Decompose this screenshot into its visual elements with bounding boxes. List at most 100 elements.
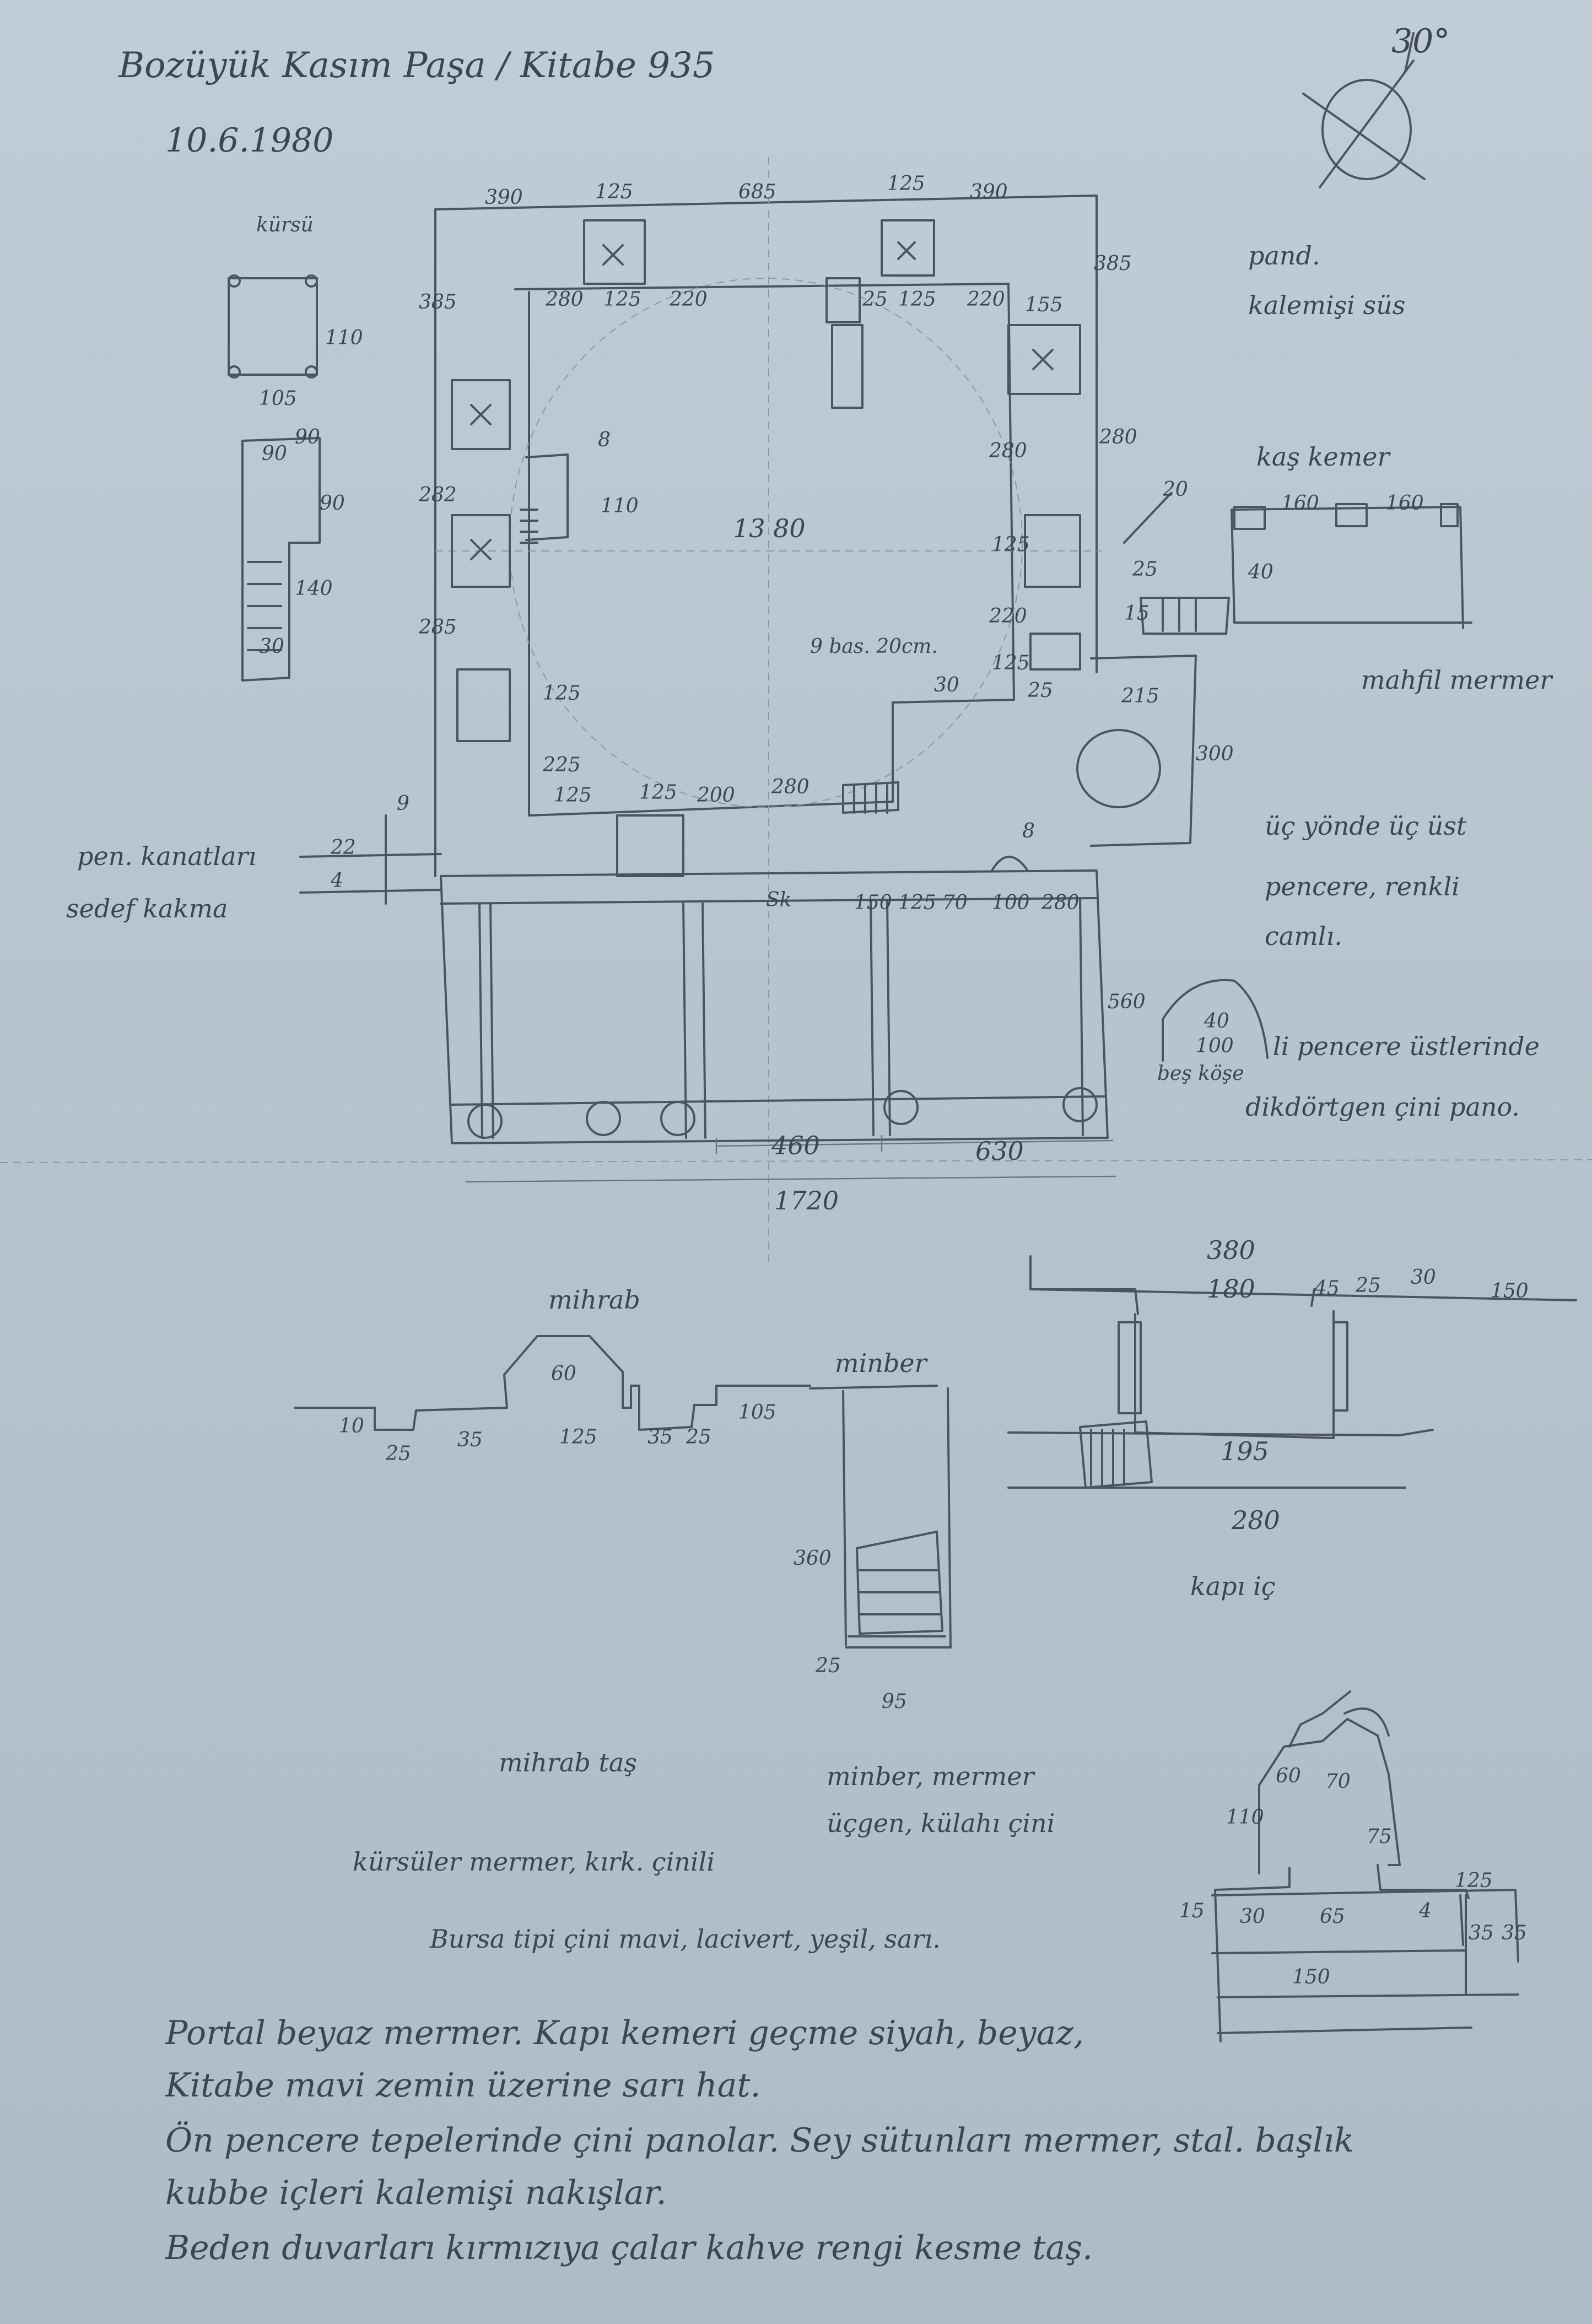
kas-kemer-sketch: 160 160 20 25 15 40 [1123,478,1472,635]
portico-dim-0: 150 [854,891,892,914]
plan-dim-top-2: 685 [738,181,776,203]
portico-dim-2: 70 [942,891,968,914]
profile-dim-8: 4 [1418,1900,1432,1922]
plan-dim-bottom-inner-1: 200 [697,784,735,807]
note-minber-1: üçgen, külahı çini [827,1808,1055,1838]
left-small-dim-2: 4 [330,869,343,892]
kas-side-1: 25 [1132,558,1158,581]
plan-dim-left-8: 8 [598,429,611,451]
note-kalem: kalemişi süs [1248,290,1405,320]
paragraph-line-1: Kitabe mavi zemin üzerine sarı hat. [165,2066,761,2105]
plan-dim-top-1: 125 [595,181,633,203]
fold-line [0,1159,1592,1163]
profile-sketch: 60 70 110 75 125 15 30 65 4 35 35 150 [1179,1690,1527,2042]
title: Bozüyük Kasım Paşa / Kitabe 935 [118,45,715,86]
step-dim-3: 140 [295,577,333,600]
paragraph-line-0: Portal beyaz mermer. Kapı kemeri geçme s… [165,2014,1084,2052]
plan-dim-left-5: 225 [542,754,581,776]
note-uc-yonde-2: camlı. [1265,921,1342,951]
paragraph-line-3: kubbe içleri kalemişi nakışlar. [165,2174,667,2212]
kas-dim-1: 160 [1386,492,1424,515]
kursu-sketch: kürsü 110 105 [228,214,363,410]
plan-dim-inner-1: 125 [603,288,641,311]
minber-dim-2: 95 [882,1690,907,1713]
kapi-dim-6: 195 [1221,1436,1269,1466]
plan-dim-right-10: 560 [1108,991,1146,1013]
plan-dim-bottom-inner-2: 280 [771,776,810,798]
kas-dim-0: 160 [1281,492,1319,515]
profile-dim-0: 60 [1276,1765,1301,1787]
dome-note: 9 bas. 20cm. [810,635,938,658]
step-dim-1: 90 [295,426,320,448]
minber-dim-1: 25 [815,1655,841,1677]
profile-dim-4: 125 [1455,1869,1493,1892]
paragraph-line-4: Beden duvarları kırmızıya çalar kahve re… [165,2229,1093,2267]
minber-sketch: 360 25 95 [794,1385,952,1713]
kursu-label: kürsü [256,214,314,236]
dome-note-dim: 30 [934,674,959,696]
mihrab-dim-4: 125 [559,1426,597,1449]
mihrab-dim-5: 35 [647,1426,673,1449]
plan-dim-right-8: 215 [1121,685,1159,707]
plan-dim-right-3: 280 [989,440,1027,462]
profile-dim-11: 150 [1292,1966,1330,1988]
plan-dim-left-6: 125 [554,784,592,807]
compass-angle: 30° [1391,22,1450,61]
mihrab-label: mihrab [548,1285,640,1315]
profile-dim-1: 70 [1325,1770,1351,1793]
plan-dim-right-4: 125 [992,533,1030,556]
left-note-line-1: sedef kakma [66,894,228,923]
kapi-dim-3: 25 [1355,1274,1381,1297]
note-bursa: Bursa tipi çini mavi, lacivert, yeşil, s… [429,1924,941,1954]
arch-side-label: beş köşe [1157,1062,1244,1085]
kas-side-2: 15 [1124,602,1150,625]
note-pencere-0: li pencere üstlerinde [1273,1031,1540,1061]
note-kursuler: kürsüler mermer, kırk. çinili [353,1847,715,1877]
plan-dim-inner-3: 25 [862,288,888,311]
note-uc-yonde-0: üç yönde üç üst [1265,811,1467,841]
plan-dim-right-5: 220 [989,605,1027,628]
plan-dim-inner-0: 280 [545,288,584,311]
arch-sketch: 40 100 beş köşe [1157,979,1269,1085]
kas-side-3: 40 [1248,561,1273,583]
portico-dim-3: 100 [992,891,1030,914]
plan-dim-inner-4: 125 [898,288,936,311]
mihrab-dim-3: 60 [551,1363,576,1385]
plan-dim-right-0: 385 [1094,252,1132,275]
plan-dim-right-1: 155 [1025,294,1063,316]
profile-dim-5: 15 [1179,1900,1205,1922]
note-minber-0: minber, mermer [827,1761,1035,1791]
plan-dim-top-4: 390 [970,181,1008,203]
kapi-dim-4: 30 [1411,1266,1436,1289]
profile-dim-10: 35 [1502,1922,1527,1944]
plan-dim-right-9: 300 [1196,743,1234,765]
kapi-label: kapı iç [1190,1571,1276,1601]
step-dim-2: 90 [320,492,345,515]
plan-dim-left-3: 125 [543,682,581,705]
kas-side-0: 20 [1162,478,1188,501]
profile-dim-2: 110 [1226,1806,1264,1829]
kapi-sketch: 380 180 45 25 30 150 195 280 [1007,1235,1577,1535]
plan-dim-bottom-1: 630 [975,1136,1024,1166]
portico-dim-1: 125 [898,891,936,914]
step-sketch: 90 90 90 140 30 [241,426,345,682]
left-note-line-0: pen. kanatları [77,841,256,871]
mosque-plan [434,157,1197,1267]
note-uc-yonde-1: pencere, renkli [1265,872,1460,901]
note-pand: pand. [1248,241,1320,271]
mihrab-profile [294,1335,811,1431]
plan-dim-right-7: 25 [1027,679,1053,702]
portico-dim-4: 280 [1041,891,1080,914]
mihrab-dim-0: 10 [339,1415,364,1437]
plan-dim-top-3: 125 [887,172,925,195]
minber-dim-0: 360 [794,1547,832,1570]
kapi-dim-7: 280 [1231,1505,1280,1535]
date: 10.6.1980 [165,121,333,160]
step-dim-4: 30 [259,635,284,658]
plan-dim-inner-2: 220 [669,288,708,311]
plan-dim-right-6: 125 [992,652,1030,674]
profile-dim-7: 65 [1320,1905,1345,1928]
profile-dim-6: 30 [1240,1905,1265,1928]
